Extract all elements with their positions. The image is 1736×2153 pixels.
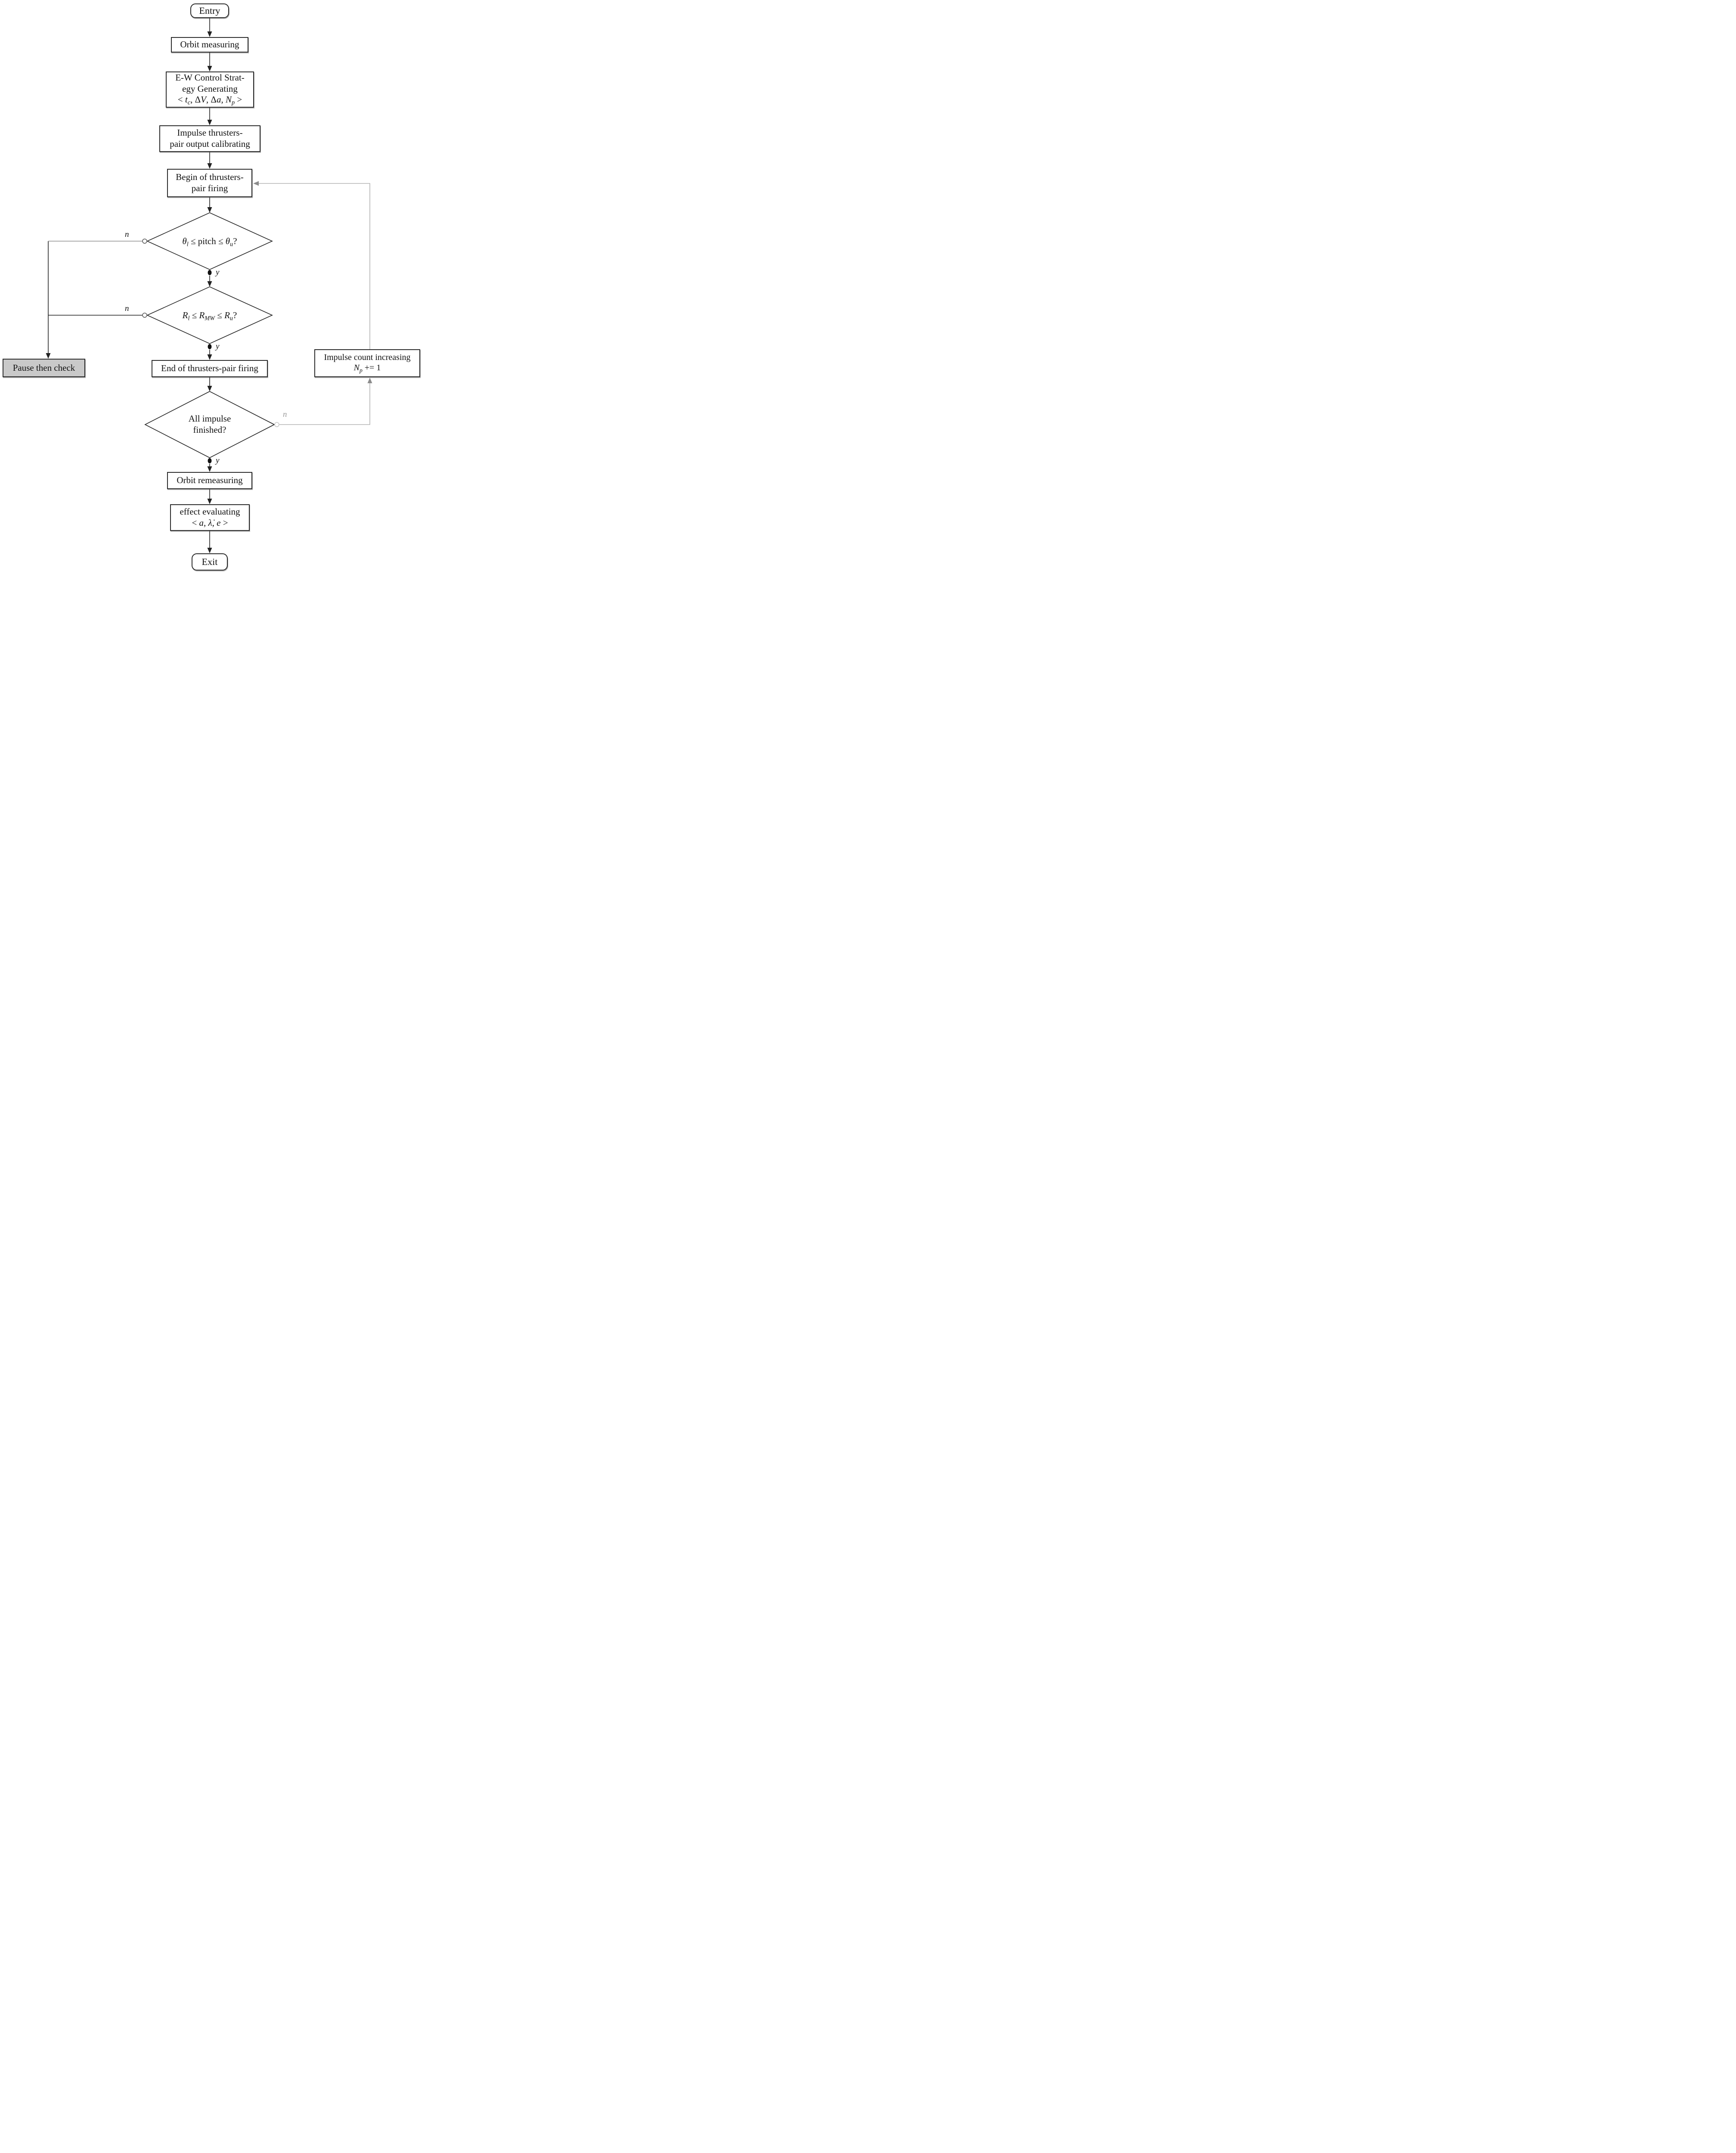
strategy-line2: egy Generating [182,83,238,94]
calibrating-line2: pair output calibrating [170,139,250,149]
finished-line1: All impulse [188,413,231,424]
calibrating-node: Impulse thrusters- pair output calibrati… [159,125,260,152]
arrowhead-effect [207,499,212,504]
pitch-decision-diamond [146,212,273,270]
finished-no-label: n [283,410,287,419]
calibrating-line1: Impulse thrusters- [177,127,243,138]
radius-decision-diamond [146,286,273,344]
arrowhead-begin-left [253,181,259,186]
orbit-measuring-label: Orbit measuring [180,39,239,50]
pitch-no-circle [142,239,147,244]
end-firing-node: End of thrusters-pair firing [152,360,268,377]
effect-math: < a, λ̇, e > [192,518,228,528]
pitch-yes-label: y [216,268,220,277]
orbit-remeasuring-node: Orbit remeasuring [167,472,252,489]
orbit-measuring-node: Orbit measuring [171,37,248,53]
pitch-no-label: n [125,230,129,239]
finished-decision-diamond [144,391,275,458]
arrowhead-pause [46,353,51,359]
finished-no-circle [274,422,279,427]
finished-yes-dot [208,458,212,463]
entry-node: Entry [190,3,229,18]
arrowhead-orbit [207,31,212,37]
arrowhead-calibrating [207,120,212,125]
edge-finished-n-count [279,383,370,425]
pause-label: Pause then check [12,362,75,373]
impulse-count-line1: Impulse count increasing [324,352,411,362]
strategy-line1: E-W Control Strat- [175,72,245,83]
strategy-math: < tc, ΔV, Δa, Np > [177,94,242,106]
exit-label: Exit [202,556,218,567]
radius-yes-dot [208,344,212,349]
arrowhead-finished [207,386,212,391]
begin-firing-node: Begin of thrusters- pair firing [167,169,252,197]
arrowhead-remeasure [207,466,212,472]
arrowhead-radius [207,281,212,287]
radius-no-circle [142,313,147,318]
effect-node: effect evaluating < a, λ̇, e > [170,504,250,531]
radius-no-label: n [125,304,129,313]
entry-label: Entry [199,5,220,16]
arrowhead-exit [207,548,212,553]
begin-firing-line1: Begin of thrusters- [176,172,244,183]
finished-decision-label: All impulse finished? [154,413,266,436]
arrowhead-begin [207,163,212,169]
impulse-count-node: Impulse count increasing Np += 1 [314,349,420,377]
finished-line2: finished? [193,425,226,435]
pause-node: Pause then check [3,359,85,377]
pitch-yes-dot [208,270,212,275]
radius-yes-label: y [216,342,220,351]
finished-yes-label: y [216,456,220,465]
impulse-count-math: Np += 1 [353,363,381,374]
arrowhead-strategy [207,66,212,71]
radius-decision-label: Rl ≤ RMW ≤ Ru? [182,310,237,322]
arrowhead-count-up [367,378,372,383]
end-firing-label: End of thrusters-pair firing [161,363,258,374]
connector-lines [46,18,372,553]
edge-count-begin [258,183,370,349]
arrowhead-end [207,354,212,360]
flowchart-canvas: Entry Orbit measuring E-W Control Strat-… [0,0,434,573]
begin-firing-line2: pair firing [191,183,228,193]
pitch-decision-label: θl ≤ pitch ≤ θu? [182,236,237,248]
exit-node: Exit [192,553,228,571]
arrowhead-pitch [207,207,212,213]
strategy-node: E-W Control Strat- egy Generating < tc, … [166,71,254,108]
orbit-remeasuring-label: Orbit remeasuring [177,475,243,486]
effect-line1: effect evaluating [180,506,240,517]
